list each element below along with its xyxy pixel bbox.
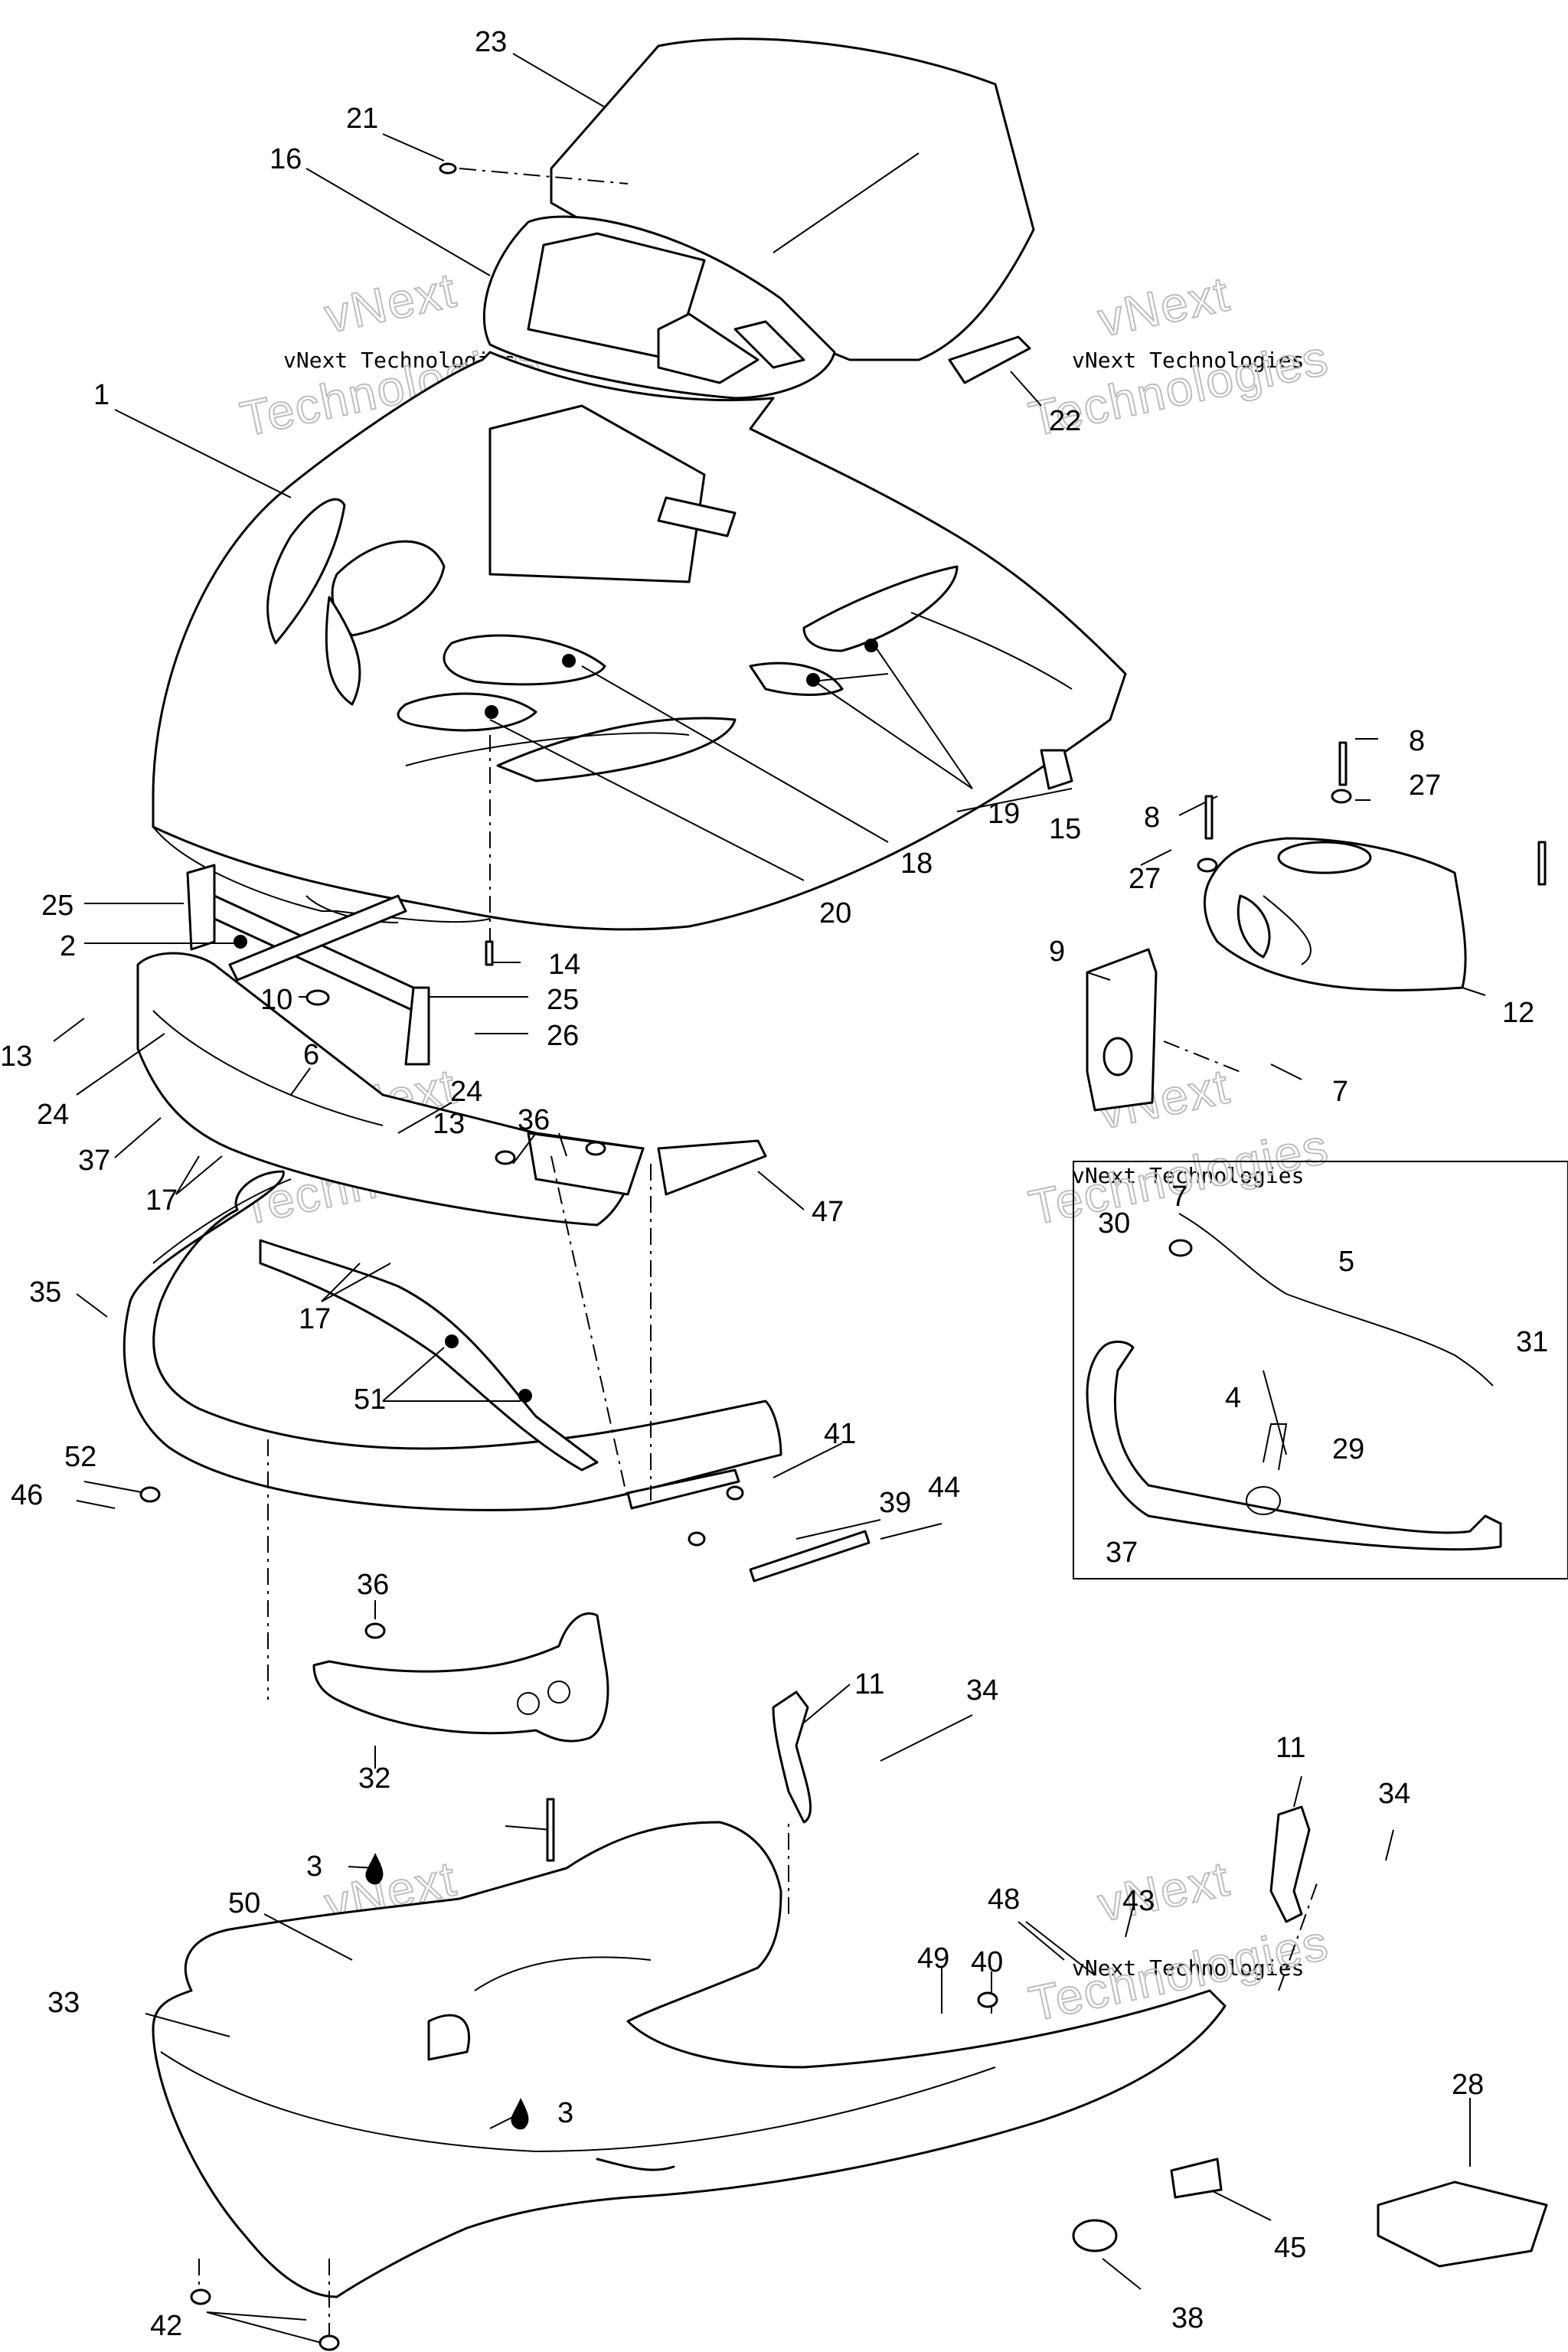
front-bumper-part: [122, 1170, 782, 1511]
callout-43: 43: [1122, 1885, 1155, 1917]
callout-10: 10: [260, 984, 292, 1016]
callout-27b: 27: [1129, 863, 1161, 895]
callout-37: 37: [78, 1145, 110, 1177]
callout-17: 17: [145, 1184, 178, 1217]
skid-plate-part: [626, 1468, 871, 1583]
callout-3: 3: [306, 1851, 322, 1883]
callout-29: 29: [1332, 1433, 1364, 1465]
callout-13b: 13: [433, 1108, 465, 1140]
watermark-line2: vNext Technologies: [1072, 1163, 1304, 1188]
callout-16: 16: [270, 143, 302, 175]
watermark-top-right: vNext vNext Technologies Technologies: [1024, 265, 1334, 448]
callout-4: 4: [1225, 1382, 1241, 1414]
watermark-line1: vNext: [1093, 1851, 1235, 1932]
callout-38: 38: [1171, 2302, 1204, 2334]
callout-7b: 7: [1171, 1181, 1187, 1213]
callout-19: 19: [988, 798, 1020, 830]
callout-52: 52: [64, 1441, 96, 1473]
callout-36b: 36: [357, 1569, 389, 1601]
bumper-support-part: [312, 1612, 609, 1743]
callout-30: 30: [1098, 1207, 1130, 1240]
callout-24: 24: [37, 1099, 69, 1131]
callout-11: 11: [854, 1668, 884, 1700]
callout-51: 51: [354, 1383, 386, 1416]
callout-8b: 8: [1144, 802, 1160, 834]
callout-41: 41: [824, 1418, 856, 1450]
callout-40: 40: [971, 1946, 1003, 1978]
air-intake-part: [1203, 837, 1467, 991]
callout-8: 8: [1409, 725, 1425, 757]
callout-28: 28: [1452, 2069, 1484, 2101]
callout-31: 31: [1516, 1326, 1548, 1358]
callout-36: 36: [518, 1104, 550, 1136]
callout-32: 32: [358, 1762, 390, 1795]
side-panel-part: [1086, 948, 1158, 1112]
callout-49: 49: [917, 1942, 949, 1975]
belly-pan-part: [152, 1821, 1227, 2298]
detail-box: [1073, 1161, 1568, 1579]
drop-icons: [365, 1853, 529, 2130]
handle-part: [948, 335, 1031, 384]
callout-17b: 17: [299, 1303, 331, 1335]
reinforcement-part: [259, 1239, 599, 1472]
callout-27: 27: [1409, 769, 1441, 802]
callout-42: 42: [150, 2310, 182, 2342]
plate-part: [657, 1139, 767, 1196]
callout-2: 2: [60, 930, 76, 962]
callout-39: 39: [879, 1487, 911, 1519]
callout-14: 14: [548, 949, 580, 981]
callout-48: 48: [988, 1883, 1020, 1916]
callout-15: 15: [1049, 813, 1081, 845]
small-parts: [139, 162, 1547, 2351]
callouts: 23 21 16 1 22 8 27 8 27 9 12 7 15 19 18 …: [0, 26, 1548, 2342]
watermark-line2: vNext Technologies: [1072, 1955, 1304, 1981]
watermark-line2: vNext Technologies: [1072, 348, 1304, 373]
callout-47: 47: [812, 1196, 844, 1228]
callout-20: 20: [819, 897, 851, 929]
watermark-line3: Technologies: [1024, 1119, 1334, 1236]
callout-34b: 34: [1378, 1778, 1410, 1810]
callout-6: 6: [303, 1039, 319, 1071]
callout-45: 45: [1274, 2232, 1306, 2264]
callout-26: 26: [547, 1020, 579, 1052]
callout-35: 35: [29, 1276, 61, 1308]
watermark-line1: vNext: [320, 262, 462, 344]
callout-18: 18: [900, 848, 933, 880]
callout-11b: 11: [1276, 1732, 1305, 1764]
callout-22: 22: [1049, 405, 1081, 437]
callout-24b: 24: [450, 1076, 482, 1108]
oil-drop-icon: [365, 1853, 384, 1885]
callout-34: 34: [966, 1674, 998, 1707]
trim-parts: [772, 1690, 1548, 2268]
callout-13: 13: [0, 1040, 32, 1073]
callout-33: 33: [47, 1987, 80, 2019]
callout-37b: 37: [1106, 1537, 1138, 1569]
callout-5: 5: [1338, 1246, 1354, 1278]
callout-21: 21: [346, 103, 378, 135]
watermark-line1: vNext: [1093, 266, 1235, 348]
callout-3b: 3: [557, 2097, 573, 2129]
callout-50: 50: [228, 1887, 260, 1919]
support-bracket-part: [186, 864, 430, 1066]
callout-12: 12: [1502, 997, 1534, 1029]
callout-23: 23: [475, 26, 507, 58]
hood-part: [152, 351, 1127, 931]
callout-44: 44: [928, 1472, 960, 1504]
callout-1: 1: [93, 379, 109, 411]
console-part: [482, 215, 836, 400]
callout-46: 46: [11, 1479, 43, 1511]
callout-9: 9: [1049, 936, 1065, 968]
leader-lines: [53, 53, 1486, 2344]
oil-drop-icon: [511, 2098, 529, 2130]
windshield-part: [550, 38, 1035, 361]
callout-25b: 25: [547, 984, 579, 1016]
callout-25: 25: [41, 890, 74, 922]
callout-7: 7: [1332, 1076, 1348, 1108]
